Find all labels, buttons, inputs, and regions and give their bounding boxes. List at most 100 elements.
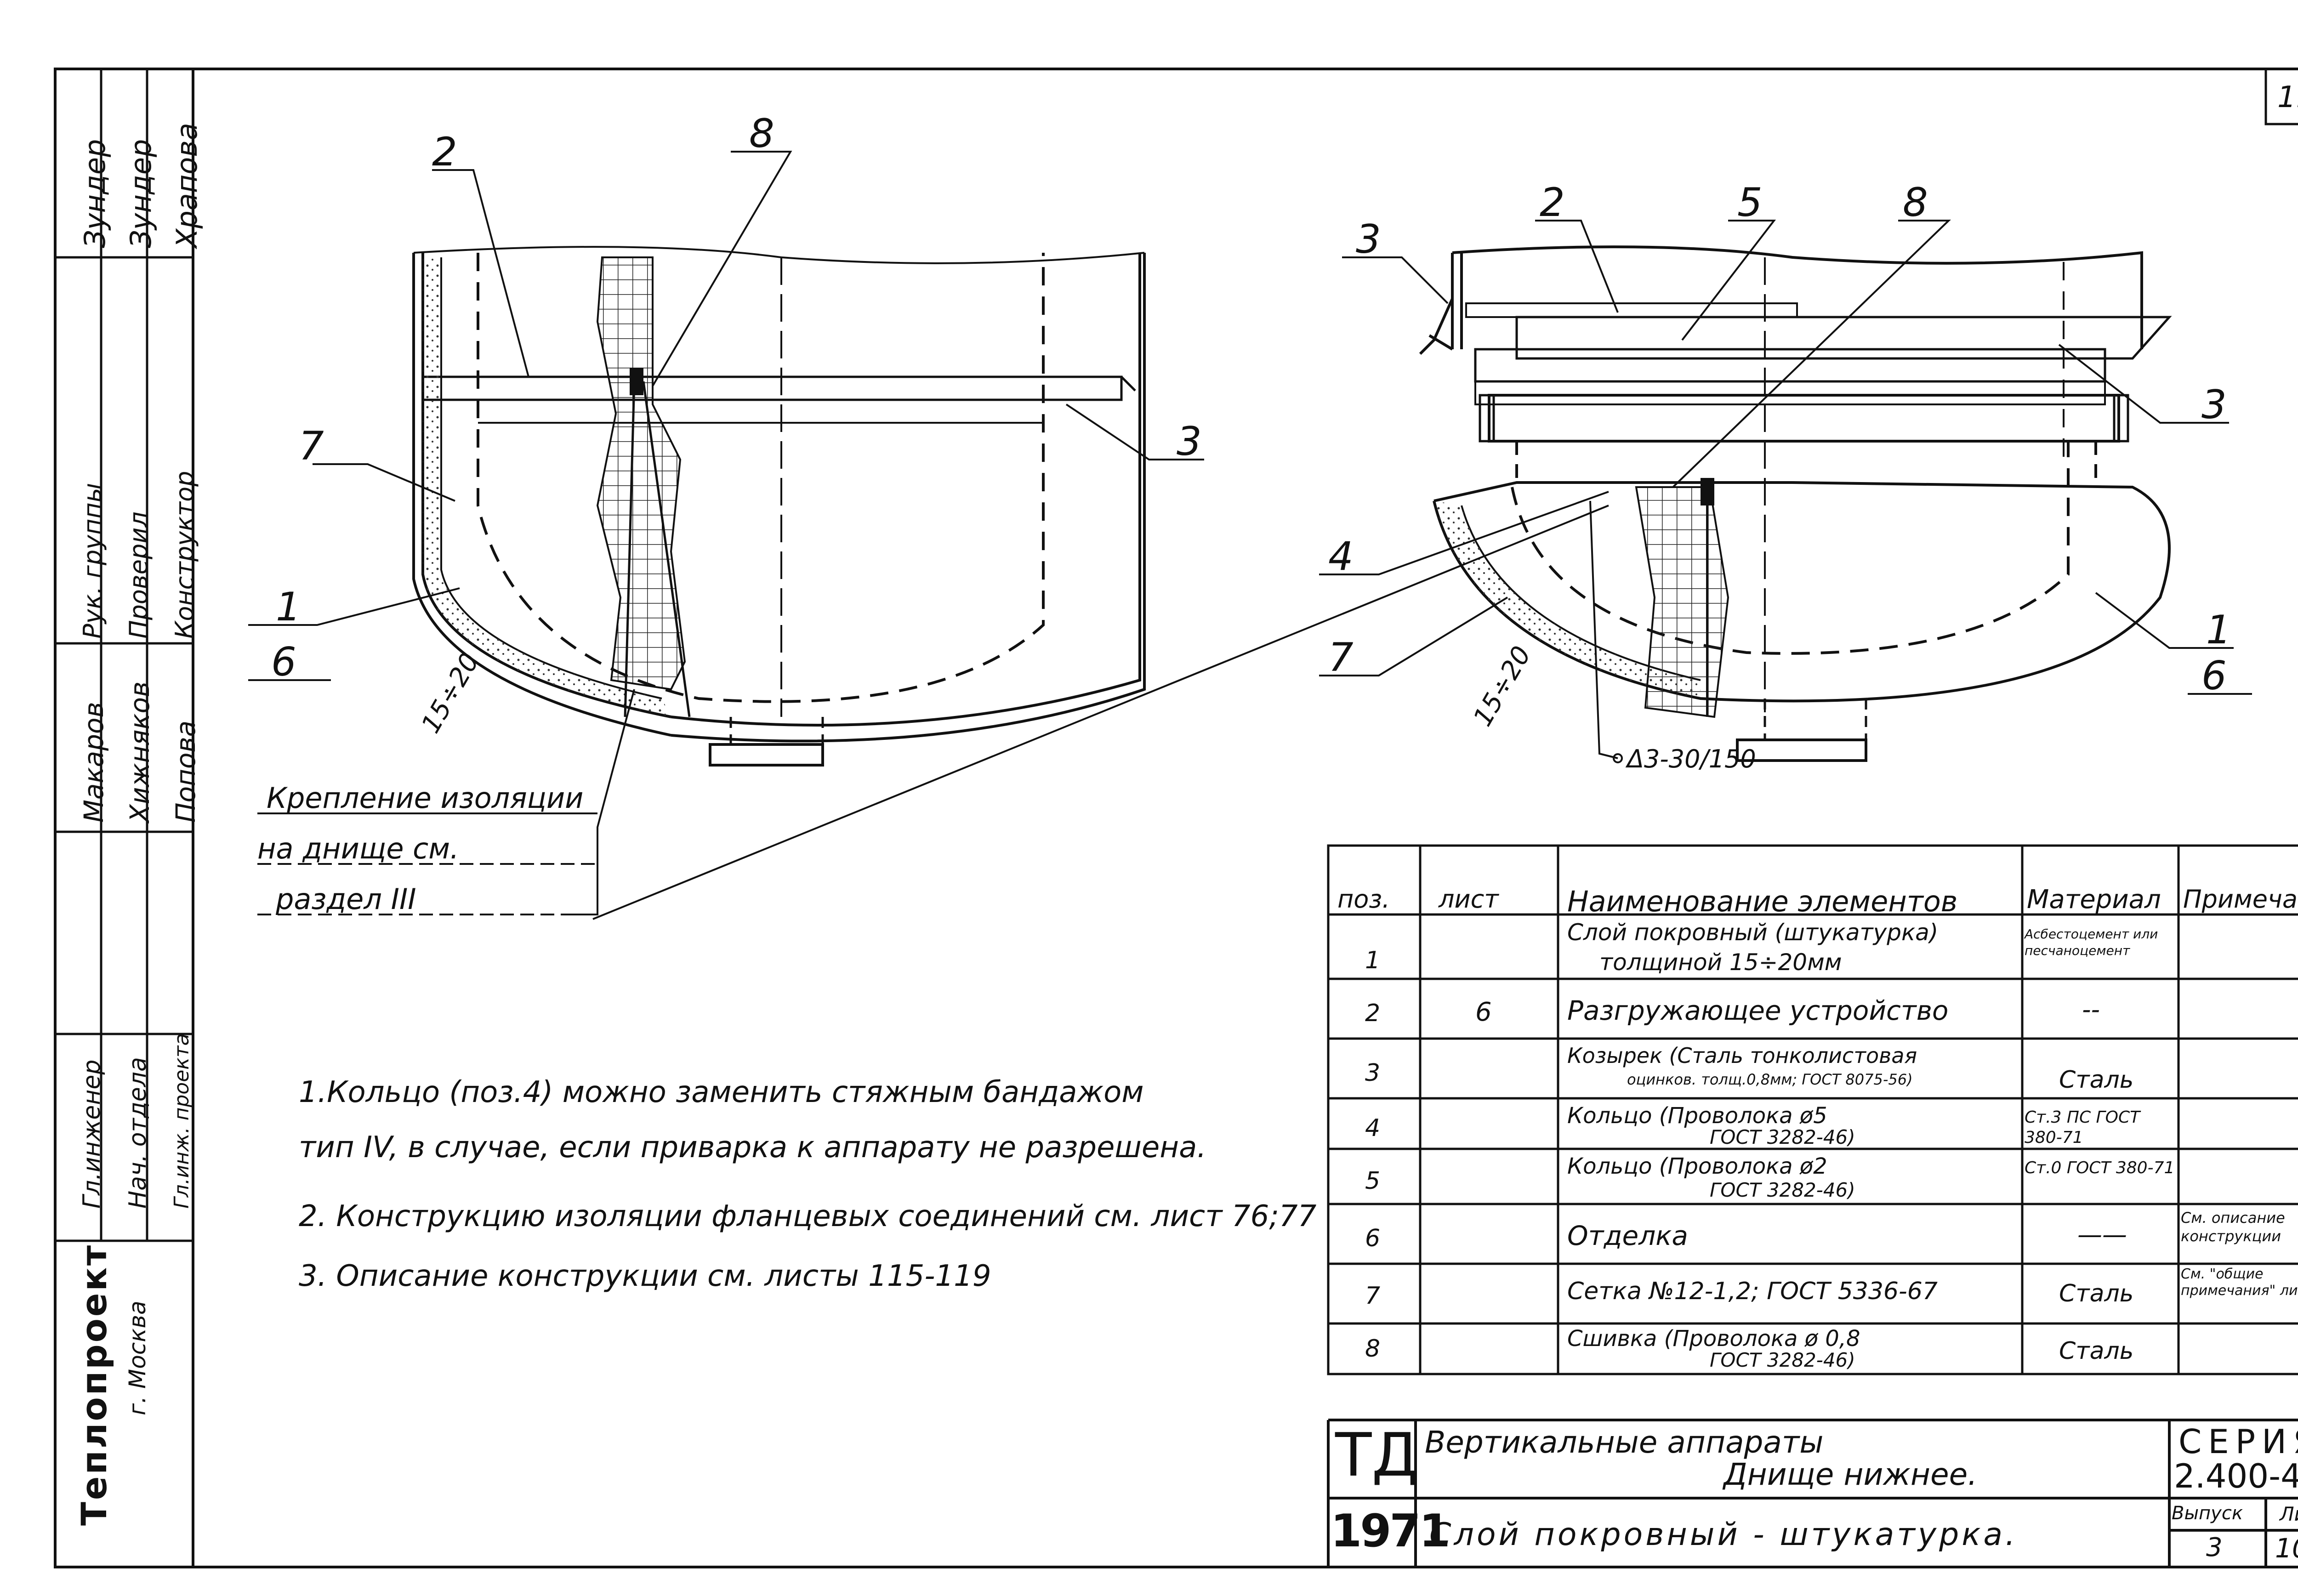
left-ring-clip [630,368,643,395]
row3-name: Козырек (Сталь тонколистовая [1567,1043,1917,1068]
row2-material: -- [2082,995,2100,1024]
row5-name: Кольцо (Проволока ø2 [1567,1153,1827,1179]
right-label-2: 2 [1540,180,1565,226]
title-subtitle: Слой покровный - штукатурка. [1429,1516,2018,1553]
fastening-note-1: Крепление изоляции [267,781,584,815]
row4-pos: 4 [1365,1114,1381,1142]
sheet-label: Лист [2280,1503,2298,1525]
row5-material: Ст.0 ГОСТ 380-71 [2025,1159,2175,1177]
row8-name: Сшивка (Проволока ø 0,8 [1567,1326,1860,1352]
row8-pos: 8 [1365,1335,1381,1363]
stamp-grid [55,69,193,1242]
note-4: 3. Описание конструкции см. листы 115-11… [299,1259,991,1293]
right-ring-clip [1701,478,1714,505]
left-mesh-cutaway [596,256,686,691]
series-label: СЕРИЯ [2179,1422,2298,1461]
stamp-role-col: Гл.инженер Макаров Рук. группы Зундер [55,69,112,1241]
row3-name2: оцинков. толщ.0,8мм; ГОСТ 8075-56) [1627,1071,1913,1088]
spec-table-grid [1327,844,2298,1375]
left-label-7: 7 [299,423,324,469]
row4-material: Ст.3 ПС ГОСТ 380-71 [2025,1108,2140,1147]
title-line-2: Днище нижнее. [1724,1457,1978,1492]
right-plaster-layer [1434,501,1701,699]
left-vessel-drawing [412,246,1146,767]
right-label-4: 4 [1328,534,1354,579]
left-label-1: 1 [276,584,301,630]
right-weld-mark: Δ3-30/150 [1625,744,1756,773]
right-visor-hook [1419,298,1454,355]
sheet-number: 117 [2277,80,2298,114]
row3-pos: 3 [1365,1059,1381,1087]
stamp-role-6: Конструктор [170,471,199,639]
sheet-number-box [2264,68,2298,125]
row6-note: См. описание конструкции [2181,1209,2285,1245]
title-year: 1971 [1331,1505,1450,1557]
th-note: Примечание [2183,885,2298,914]
right-label-5: 5 [1737,180,1763,226]
stamp-col-2: Нач. отдела Хижняков Проверил Зундер [101,69,158,1241]
left-label-3: 3 [1177,419,1202,465]
issue-value: 3 [2206,1533,2223,1562]
left-label-6: 6 [271,639,296,685]
right-label-7: 7 [1328,635,1354,681]
row8-name2: ГОСТ 3282-46) [1710,1349,1855,1371]
left-label-8: 8 [749,111,774,157]
stamp-name-3: Попова [170,720,201,823]
row7-pos: 7 [1365,1282,1381,1310]
stamp-role-3: Гл.инж. проекта [170,1033,193,1209]
row6-name: Отделка [1567,1220,1688,1251]
right-label-8: 8 [1903,180,1928,226]
left-label-2: 2 [432,129,457,175]
row1-name2: толщиной 15÷20мм [1599,949,1842,976]
row2-pos: 2 [1365,1000,1381,1027]
left-labels: 2 8 3 7 1 6 15÷20 [271,111,1202,738]
title-line-1: Вертикальные аппараты [1425,1425,1824,1460]
th-sheet: лист [1439,885,1499,914]
fastening-note-2: на днище см. [257,832,459,865]
stamp-block: Гл.инженер Макаров Рук. группы Зундер На… [55,69,204,1241]
th-pos: поз. [1337,885,1390,914]
right-label-1: 1 [2206,607,2231,653]
right-label-3a: 3 [1356,216,1381,262]
th-material: Материал [2027,885,2161,914]
row4-name2: ГОСТ 3282-46) [1710,1126,1855,1148]
row2-sheet: 6 [1475,997,1492,1027]
note-1: 1.Кольцо (поз.4) можно заменить стяжным … [299,1075,1144,1109]
org-city: г. Москва [124,1301,151,1415]
stamp-col-3: Гл.инж. проекта Попова Конструктор Храпо… [147,69,204,1241]
sheet-value: 108 [2275,1533,2298,1564]
right-leaders [592,220,2252,920]
row7-material: Сталь [2059,1280,2134,1307]
row1-material: Асбестоцемент или песчаноцемент [2025,926,2158,958]
sheet-frame [54,68,2298,1568]
series-value: 2.400-4 [2174,1457,2298,1495]
row5-pos: 5 [1365,1167,1381,1195]
row1-name: Слой покровный (штукатурка) [1567,919,1939,946]
issue-label: Выпуск [2172,1503,2243,1524]
row7-note: См. "общие примечания" лист 120 [2181,1266,2298,1299]
row4-name: Кольцо (Проволока ø5 [1567,1103,1827,1129]
title-code: ТД [1335,1420,1418,1490]
row6-material: —— [2077,1220,2127,1249]
org-name: Теплопроект [74,1243,114,1526]
weld-marker [1613,753,1623,763]
row8-material: Сталь [2059,1337,2134,1365]
left-thickness: 15÷20 [415,648,485,738]
row6-pos: 6 [1365,1225,1381,1252]
fastening-note-lines [257,812,597,915]
row5-name2: ГОСТ 3282-46) [1710,1179,1855,1201]
row7-name: Сетка №12-1,2; ГОСТ 5336-67 [1567,1278,1938,1305]
row3-material: Сталь [2059,1066,2134,1094]
row2-name: Разгружающее устройство [1567,995,1949,1026]
right-thickness: 15÷20 [1468,641,1537,732]
title-block-grid [1327,1419,2298,1567]
right-label-6: 6 [2201,653,2227,699]
th-name: Наименование элементов [1567,885,1958,918]
note-2: тип IV, в случае, если приварка к аппара… [299,1130,1206,1164]
right-vessel-drawing [1428,245,2172,762]
left-stitch-wire [624,381,691,717]
right-label-3b: 3 [2201,382,2227,428]
note-3: 2. Конструкцию изоляции фланцевых соедин… [299,1199,1317,1233]
left-leaders [248,151,1204,915]
